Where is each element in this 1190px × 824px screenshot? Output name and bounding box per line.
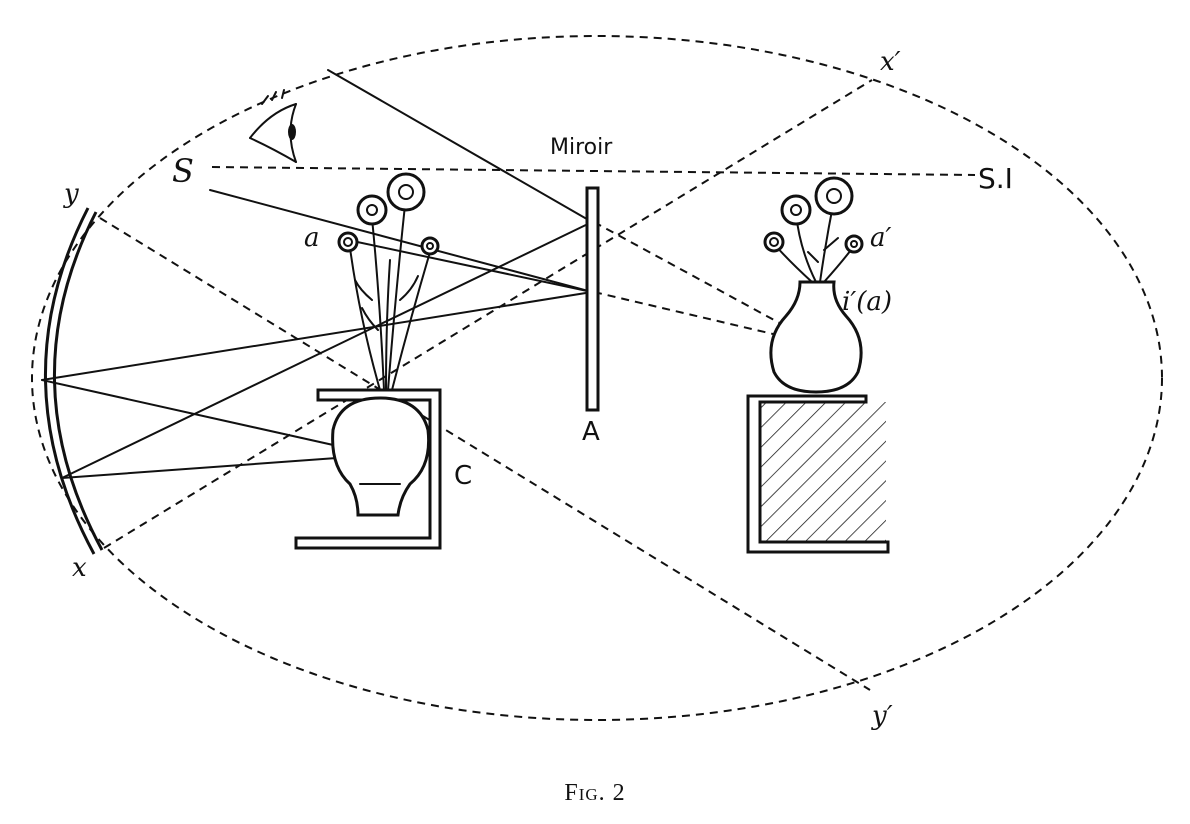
real-vase xyxy=(331,396,431,517)
dashed-ray-to-image-2 xyxy=(593,291,821,346)
ray-flower-to-mirror xyxy=(347,239,593,293)
image-flowers xyxy=(763,176,864,283)
label-s: S xyxy=(172,152,194,190)
ray-mirror-to-concave-2 xyxy=(61,221,593,479)
ray-concave-to-vase-2 xyxy=(61,454,379,479)
label-y-prime: y′ xyxy=(871,701,893,731)
ray-top-to-mirror xyxy=(327,69,593,223)
label-i-prime-a: i′(a) xyxy=(842,287,892,317)
stand-c xyxy=(294,388,442,550)
real-flowers xyxy=(337,172,440,391)
dashed-line-x-xprime xyxy=(103,79,873,549)
label-miroir: Miroir xyxy=(550,135,613,160)
concave-mirror xyxy=(44,207,104,555)
label-x-prime: x′ xyxy=(880,47,901,77)
label-si: S.I xyxy=(978,162,1013,195)
label-a: a xyxy=(304,223,320,253)
ray-concave-to-vase-1 xyxy=(41,379,379,456)
label-y: y xyxy=(63,179,79,209)
ray-mirror-to-concave-1 xyxy=(41,291,593,381)
image-vase xyxy=(769,280,863,394)
dashed-line-s-si xyxy=(211,166,976,176)
figure-caption: Fig. 2 xyxy=(564,780,625,806)
label-A: A xyxy=(582,417,600,447)
label-a-prime: a′ xyxy=(870,223,892,253)
eye-icon xyxy=(249,89,297,163)
dashed-ellipse xyxy=(31,35,1163,721)
image-pedestal xyxy=(746,394,890,554)
label-x: x xyxy=(72,553,87,583)
dashed-line-y-yprime xyxy=(99,217,871,691)
plane-mirror xyxy=(585,186,600,412)
label-C: C xyxy=(454,461,472,491)
